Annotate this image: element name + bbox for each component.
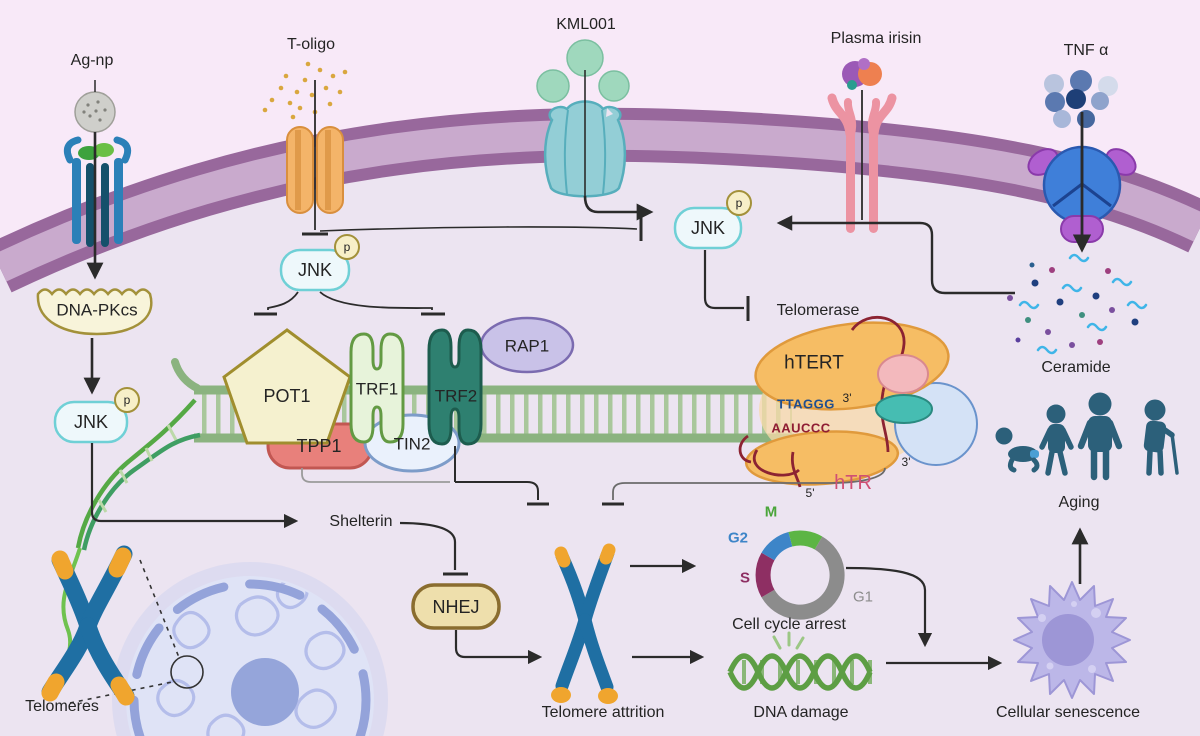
- magnifier-circle: [170, 655, 204, 689]
- dna-damage-label: DNA damage: [753, 704, 849, 721]
- tin2-label: TIN2: [393, 434, 431, 454]
- dna-pkcs-label: DNA-PKcs: [56, 300, 138, 320]
- telomerase-complex: [738, 315, 978, 488]
- toligo-label: T-oligo: [286, 36, 336, 53]
- irisin-receptor: [827, 93, 897, 233]
- telomerase-label: Telomerase: [776, 302, 860, 319]
- prime3-inner-label: 3': [842, 391, 852, 405]
- rap1-label: RAP1: [504, 336, 550, 356]
- shelterin-label: Shelterin: [329, 513, 393, 530]
- aging-label: Aging: [1058, 494, 1100, 511]
- elderly-figure: [1143, 399, 1179, 476]
- phase-m-label: M: [764, 503, 778, 521]
- jnk-label-3: JNK: [690, 218, 726, 238]
- nhej-label: NHEJ: [432, 597, 480, 617]
- child-figure: [1039, 404, 1074, 476]
- agnp-nanoparticle: [74, 91, 116, 133]
- cell-cycle-arrest-label: Cell cycle arrest: [732, 616, 846, 633]
- pot1-shape: [222, 328, 352, 445]
- prime3-outer-label: 3': [901, 455, 911, 469]
- phase-s-label: S: [739, 569, 751, 587]
- trf1-shape: [349, 332, 405, 444]
- htr-label: hTR: [834, 472, 872, 494]
- jnk-nodes: [53, 190, 752, 444]
- jnk-label-1: JNK: [73, 412, 109, 432]
- agnp-label: Ag-np: [70, 52, 114, 69]
- tpp1-label: TPP1: [296, 436, 342, 456]
- tnf-alpha-label: TNF α: [1063, 42, 1109, 59]
- toligo-particles: [262, 61, 348, 120]
- cellular-senescence-label: Cellular senescence: [995, 704, 1141, 721]
- baby-figure: [995, 427, 1040, 473]
- dna-damage-helix: [727, 631, 873, 691]
- prime5-label: 5': [805, 486, 815, 500]
- shelterin-complex: [222, 316, 575, 473]
- phase-g2-label: G2: [727, 529, 749, 547]
- irisin-ligand: [842, 58, 882, 90]
- ttaggg-label: TTAGGG: [777, 396, 835, 412]
- nucleus: [69, 559, 388, 736]
- nhej-shape: [411, 583, 501, 630]
- connectors: [83, 70, 1092, 671]
- toligo-channel: [286, 126, 344, 214]
- phospho-label-2: p: [343, 240, 351, 254]
- phospho-label-1: p: [123, 393, 131, 407]
- dna-pkcs-shape: [36, 288, 153, 336]
- ceramide-molecules: [1007, 253, 1148, 355]
- kml001-molecules: [536, 39, 630, 103]
- cell-cycle-donut: [755, 530, 845, 620]
- kml001-label: KML001: [556, 16, 616, 33]
- telomeres-chromosome: [41, 545, 135, 706]
- plasma-irisin-label: Plasma irisin: [830, 30, 922, 47]
- trf2-label: TRF2: [434, 386, 478, 406]
- aauccc-label: AAUCCC: [771, 420, 831, 436]
- pot1-label: POT1: [263, 386, 311, 406]
- htert-label: hTERT: [784, 352, 844, 374]
- telomere-attrition-label: Telomere attrition: [541, 704, 665, 721]
- jnk-label-2: JNK: [297, 260, 333, 280]
- senescent-cell: [1013, 581, 1131, 699]
- adult-figure: [1077, 392, 1123, 481]
- phospho-label-3: p: [735, 196, 743, 210]
- phase-g1-label: G1: [852, 588, 874, 606]
- attrition-chromosome: [551, 543, 618, 704]
- trf1-label: TRF1: [355, 379, 399, 399]
- trf2-shape: [427, 328, 483, 446]
- telomeres-label: Telomeres: [25, 698, 99, 715]
- aging-figures: [995, 392, 1179, 481]
- ceramide-label: Ceramide: [1041, 359, 1111, 376]
